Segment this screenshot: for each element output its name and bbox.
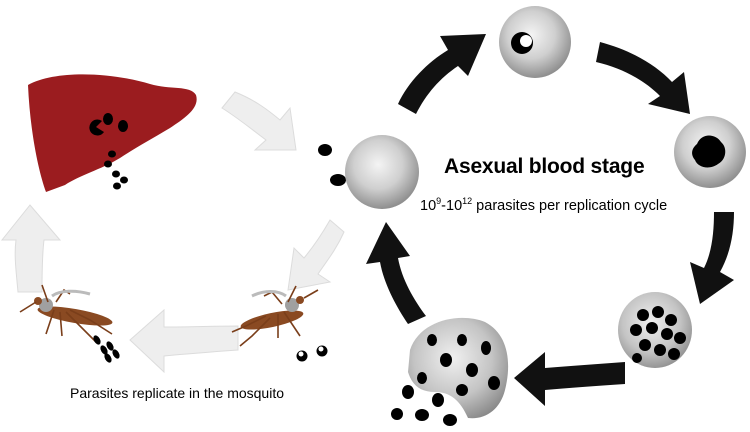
arrow-mosquito-to-mosquito <box>129 308 239 374</box>
mosquito-right-parasites <box>296 345 328 362</box>
merozoites-entry <box>318 144 346 186</box>
arrow-to-ring <box>398 34 486 114</box>
mosquito-caption: Parasites replicate in the mosquito <box>70 385 284 401</box>
rbc-trophozoite <box>674 116 746 188</box>
liver-parasites <box>89 113 128 190</box>
liver-illustration <box>28 74 197 192</box>
rbc-ring-stage <box>499 6 571 78</box>
arrow-to-trophozoite <box>596 42 690 114</box>
pale-arrows <box>0 91 345 374</box>
rbc-uninfected <box>345 135 419 209</box>
mosquito-left-parasites <box>93 335 120 363</box>
mosquito-right <box>231 285 319 347</box>
liver-shape <box>28 74 197 192</box>
arrow-blood-to-mosquito <box>287 219 345 291</box>
arrow-liver-to-blood <box>221 91 297 151</box>
asexual-stage-title: Asexual blood stage <box>444 155 645 178</box>
rbc-schizont <box>618 292 692 368</box>
cycle-arrows <box>366 34 734 406</box>
arrow-to-rupture <box>514 352 625 406</box>
replication-rate-label: 109-1012 parasites per replication cycle <box>420 196 668 214</box>
rbc-rupturing <box>391 317 509 426</box>
arrow-to-schizont <box>690 212 734 304</box>
mosquito-left <box>19 284 113 343</box>
arrow-to-uninfected <box>366 222 426 324</box>
arrow-mosquito-to-liver <box>0 204 62 293</box>
